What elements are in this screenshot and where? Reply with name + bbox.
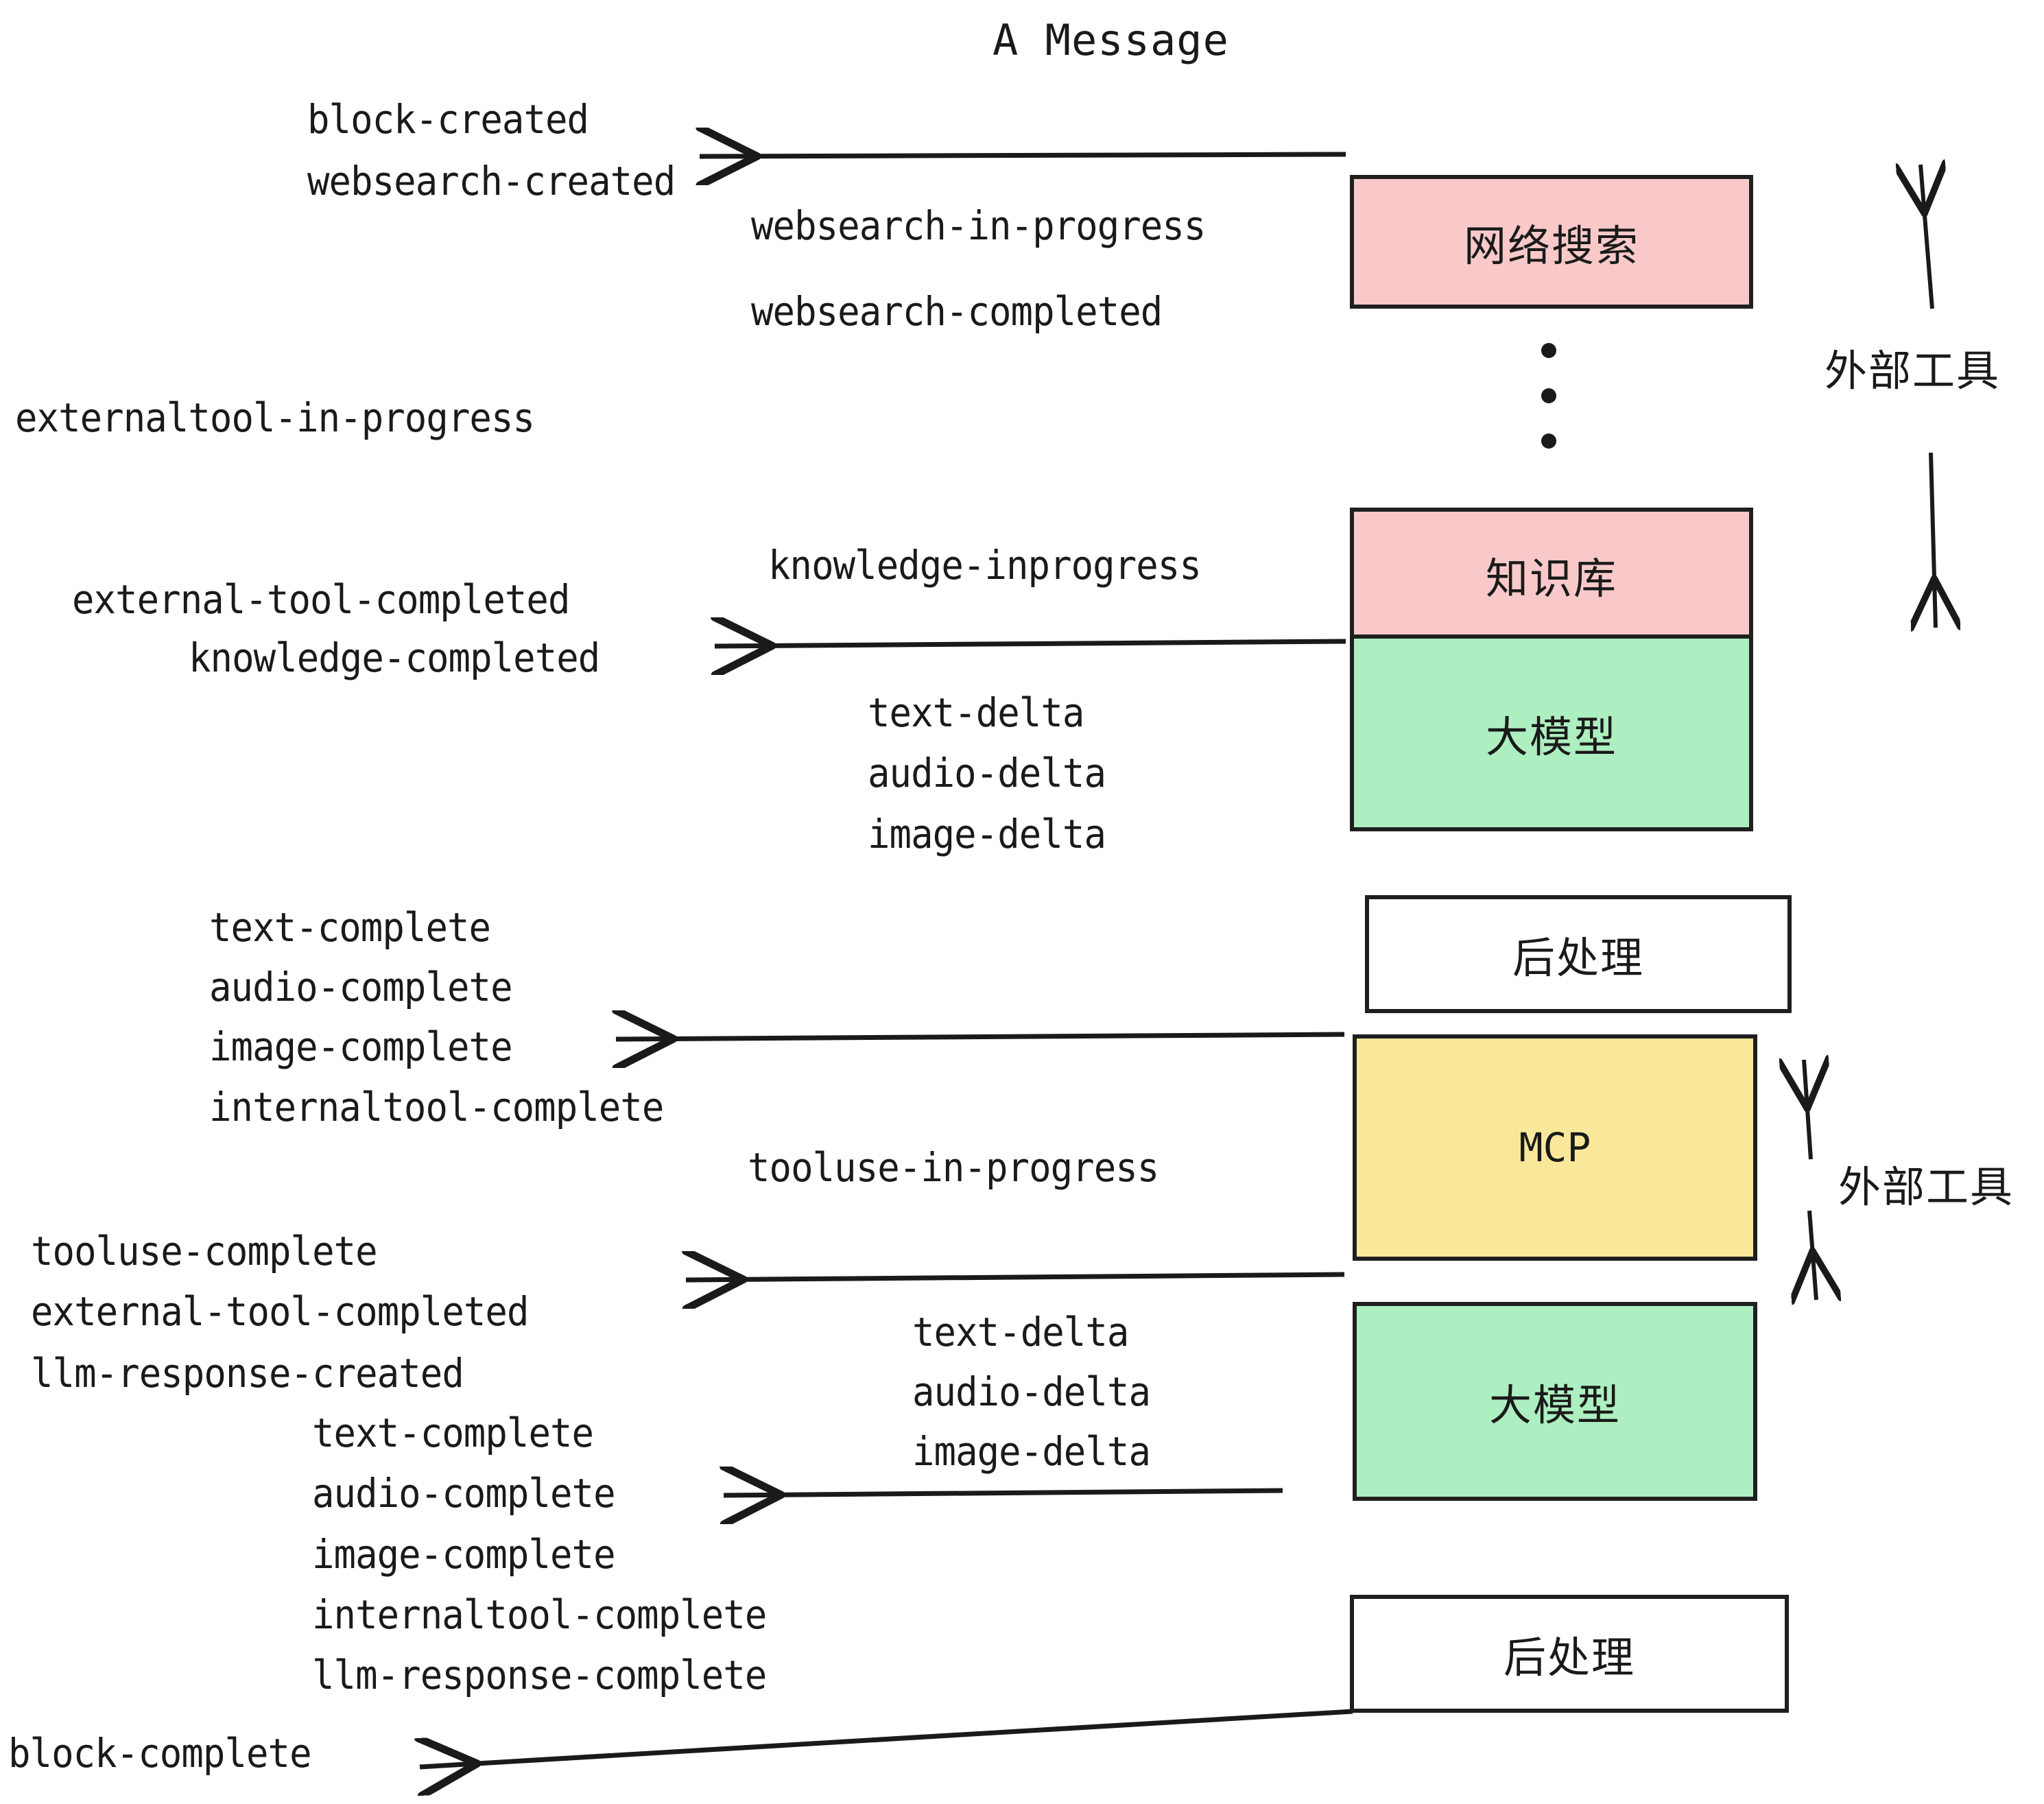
node-postprocess-1-label: 后处理 (1512, 933, 1644, 983)
event-websearch-in-progress: websearch-in-progress (751, 202, 1206, 249)
arrow-websearch-to-created (700, 154, 1346, 156)
event-audio-delta-1: audio-delta (868, 750, 1106, 796)
arrow-external-tools-top-down (1931, 452, 1936, 628)
node-knowledge[interactable]: 知识库 (1350, 508, 1753, 641)
event-text-complete-1: text-complete (209, 904, 491, 951)
event-text-delta-2: text-delta (912, 1309, 1129, 1355)
event-audio-delta-2: audio-delta (912, 1368, 1151, 1415)
event-external-tool-completed-2: external-tool-completed (31, 1288, 529, 1335)
side-label-external-tools-bottom: 外部工具 (1838, 1162, 2015, 1212)
event-websearch-completed: websearch-completed (751, 288, 1163, 335)
event-image-delta-1: image-delta (868, 811, 1106, 857)
event-text-complete-2: text-complete (312, 1410, 594, 1456)
arrow-knowledge-to-completed (715, 641, 1346, 646)
node-mcp-label: MCP (1519, 1124, 1591, 1171)
event-tooluse-in-progress: tooluse-in-progress (748, 1144, 1159, 1191)
event-image-complete-1: image-complete (209, 1023, 513, 1070)
event-knowledge-completed: knowledge-completed (189, 634, 600, 681)
event-text-delta-1: text-delta (868, 689, 1084, 736)
event-knowledge-inprogress: knowledge-inprogress (768, 542, 1202, 589)
event-image-complete-2: image-complete (312, 1531, 616, 1578)
arrow-llm2-to-audio-complete (724, 1491, 1283, 1495)
event-audio-complete-2: audio-complete (312, 1470, 616, 1517)
node-llm-1[interactable]: 大模型 (1350, 634, 1753, 831)
event-llm-response-complete: llm-response-complete (312, 1652, 767, 1698)
arrow-postprocess2-to-block-complete (420, 1709, 1353, 1767)
node-llm-2-label: 大模型 (1488, 1380, 1621, 1430)
side-label-external-tools-top: 外部工具 (1825, 346, 2001, 396)
event-internaltool-complete-2: internaltool-complete (312, 1591, 767, 1638)
event-tooluse-complete: tooluse-complete (31, 1228, 378, 1274)
event-audio-complete-1: audio-complete (209, 964, 513, 1010)
node-llm-1-label: 大模型 (1485, 711, 1617, 762)
node-mcp[interactable]: MCP (1353, 1034, 1757, 1261)
arrow-external-tools-bottom-up (1804, 1060, 1811, 1160)
event-image-delta-2: image-delta (912, 1428, 1151, 1475)
node-llm-2[interactable]: 大模型 (1353, 1302, 1757, 1501)
ellipsis-dots (1541, 343, 1556, 479)
node-postprocess-2-label: 后处理 (1503, 1633, 1635, 1683)
node-websearch-label: 网络搜索 (1463, 220, 1639, 271)
node-postprocess-1[interactable]: 后处理 (1365, 895, 1792, 1013)
event-llm-response-created: llm-response-created (31, 1350, 464, 1397)
arrow-external-tools-bottom-down (1809, 1210, 1816, 1300)
node-websearch[interactable]: 网络搜索 (1350, 175, 1753, 309)
node-knowledge-label: 知识库 (1485, 553, 1617, 604)
event-externaltool-in-progress: externaltool-in-progress (15, 394, 535, 441)
arrow-postprocess-to-image-complete (616, 1034, 1345, 1039)
event-websearch-created: websearch-created (307, 158, 676, 204)
node-postprocess-2[interactable]: 后处理 (1350, 1595, 1789, 1713)
event-internaltool-complete-1: internaltool-complete (209, 1084, 664, 1130)
page-title: A Message (993, 15, 1229, 65)
arrow-external-tools-top-up (1921, 165, 1932, 309)
event-block-created: block-created (307, 96, 589, 143)
event-external-tool-completed-1: external-tool-completed (72, 576, 570, 623)
event-block-complete: block-complete (8, 1730, 312, 1777)
arrow-mcp-to-tooluse-complete (686, 1274, 1345, 1280)
